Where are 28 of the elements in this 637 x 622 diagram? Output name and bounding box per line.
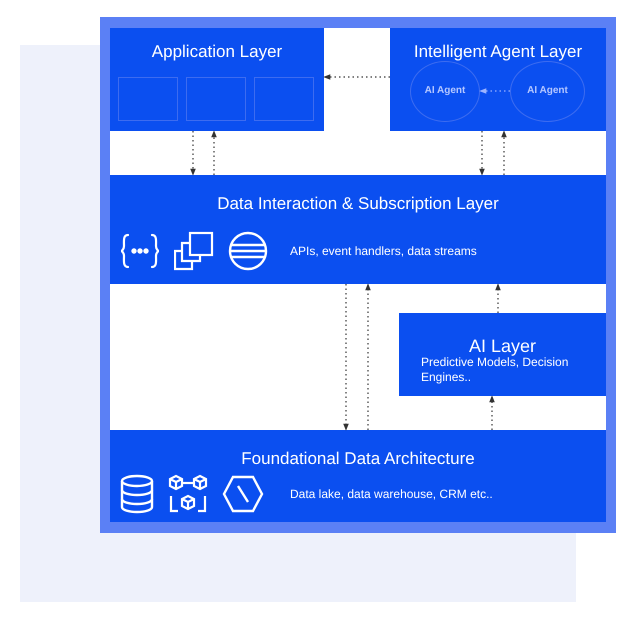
dotted-arrow xyxy=(343,284,349,431)
dotted-arrow xyxy=(495,283,501,313)
dotted-arrow xyxy=(211,130,217,175)
layer-box xyxy=(399,313,606,396)
layer-title: Data Interaction & Subscription Layer xyxy=(216,193,500,215)
empty-box xyxy=(254,77,314,121)
empty-box xyxy=(186,77,246,121)
layer-box xyxy=(110,430,606,522)
dotted-arrow xyxy=(323,74,390,80)
layer-box xyxy=(110,175,606,284)
layer-title: AI Layer xyxy=(468,335,538,357)
layer-box xyxy=(110,28,324,131)
dotted-arrow xyxy=(479,131,485,176)
agent-ellipse: AI Agent xyxy=(410,61,480,122)
empty-box xyxy=(118,77,178,121)
layer-description: APIs, event handlers, data streams xyxy=(290,244,477,259)
layer-title: Foundational Data Architecture xyxy=(240,448,476,470)
layer-box xyxy=(390,28,606,131)
dotted-arrow xyxy=(190,131,196,176)
dotted-arrow xyxy=(501,130,507,175)
dotted-arrow xyxy=(365,283,371,430)
layer-title: Application Layer xyxy=(150,41,284,63)
layer-description: Predictive Models, Decision Engines.. xyxy=(421,355,570,385)
layer-description: Data lake, data warehouse, CRM etc.. xyxy=(290,487,493,502)
dotted-arrow xyxy=(479,88,510,94)
dotted-arrow xyxy=(489,395,495,430)
layer-title: Intelligent Agent Layer xyxy=(412,41,584,63)
agent-ellipse: AI Agent xyxy=(510,61,585,122)
